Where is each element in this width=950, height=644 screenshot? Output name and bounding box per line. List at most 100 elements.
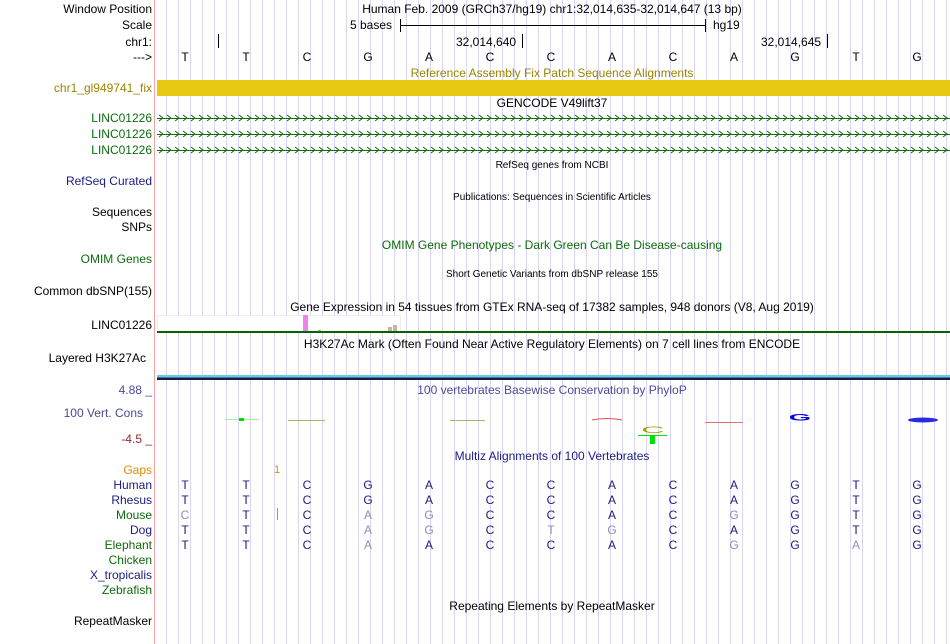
aligned-base: A xyxy=(424,478,433,492)
aligned-base: C xyxy=(302,538,312,552)
aligned-base: A xyxy=(607,508,616,522)
h3k27ac-signal-2 xyxy=(157,377,950,378)
label-gene-3[interactable]: LINC01226 xyxy=(91,143,152,157)
aligned-base: A xyxy=(363,508,372,522)
aligned-base: A xyxy=(729,493,738,507)
label-snps[interactable]: SNPs xyxy=(121,220,152,234)
chr-tick-label-1: 32,014,640 xyxy=(456,35,517,49)
aligned-base: C xyxy=(546,538,556,552)
ref-base: A xyxy=(729,50,738,64)
dbsnp-title: Short Genetic Variants from dbSNP releas… xyxy=(446,269,658,280)
gtex-bar[interactable] xyxy=(318,330,321,331)
logo-c: C xyxy=(641,425,664,435)
ref-base: T xyxy=(242,50,250,64)
aligned-base: C xyxy=(668,478,678,492)
phylop-logo[interactable]: C G xyxy=(155,405,950,445)
species-label-zebrafish[interactable]: Zebrafish xyxy=(101,583,152,597)
aligned-base: T xyxy=(242,508,250,522)
label-h3k27ac[interactable]: Layered H3K27Ac xyxy=(48,351,146,365)
species-label-elephant[interactable]: Elephant xyxy=(104,538,152,552)
aligned-base: C xyxy=(485,538,495,552)
label-gene-2[interactable]: LINC01226 xyxy=(91,127,152,141)
phylop-title: 100 vertebrates Basewise Conservation by… xyxy=(417,383,687,397)
aligned-base: A xyxy=(424,493,433,507)
label-omim[interactable]: OMIM Genes xyxy=(80,252,152,266)
label-gene-1[interactable]: LINC01226 xyxy=(91,111,152,125)
gtex-bar[interactable] xyxy=(388,327,392,331)
aligned-base: G xyxy=(729,508,739,522)
species-label-x_tropicalis[interactable]: X_tropicalis xyxy=(89,568,152,582)
aligned-base: C xyxy=(485,508,495,522)
label-dbsnp[interactable]: Common dbSNP(155) xyxy=(33,284,152,298)
aligned-base: T xyxy=(181,493,189,507)
aligned-base: G xyxy=(912,508,922,522)
aligned-base: T xyxy=(242,478,250,492)
aligned-base: A xyxy=(851,538,860,552)
gap-count[interactable]: 1 xyxy=(274,464,281,476)
aligned-base: C xyxy=(302,508,312,522)
ref-base: G xyxy=(363,50,373,64)
aligned-base: C xyxy=(668,523,678,537)
scale-bar-end xyxy=(705,19,706,32)
aligned-base: G xyxy=(790,493,800,507)
gtex-bar[interactable] xyxy=(393,325,397,331)
aligned-base: C xyxy=(485,523,495,537)
aligned-base: T xyxy=(852,493,860,507)
aligned-base: T xyxy=(547,523,555,537)
aligned-base: C xyxy=(302,523,312,537)
species-label-rhesus[interactable]: Rhesus xyxy=(111,493,152,507)
aligned-base: G xyxy=(790,538,800,552)
label-strand[interactable]: ---> xyxy=(133,50,152,64)
label-cons-max: 4.88 _ xyxy=(118,383,152,397)
aligned-base: G xyxy=(424,523,434,537)
chr-tick xyxy=(522,34,523,48)
gene-models[interactable] xyxy=(157,111,950,157)
label-gaps[interactable]: Gaps xyxy=(123,463,152,477)
label-refseq[interactable]: RefSeq Curated xyxy=(65,174,152,188)
label-repeatmasker[interactable]: RepeatMasker xyxy=(73,614,152,628)
aligned-base: T xyxy=(242,538,250,552)
aligned-base: T xyxy=(242,493,250,507)
aligned-base: G xyxy=(363,478,373,492)
aligned-base: C xyxy=(302,493,312,507)
species-label-human[interactable]: Human xyxy=(113,478,152,492)
ref-base: C xyxy=(546,50,556,64)
aligned-base: G xyxy=(912,478,922,492)
aligned-base: C xyxy=(668,538,678,552)
aligned-base: A xyxy=(424,538,433,552)
aligned-base: C xyxy=(302,478,312,492)
label-cons-min: -4.5 _ xyxy=(121,432,152,446)
ref-base: T xyxy=(852,50,860,64)
aligned-base: A xyxy=(607,538,616,552)
aligned-base: C xyxy=(546,508,556,522)
aligned-base: C xyxy=(668,508,678,522)
aligned-base: T xyxy=(852,478,860,492)
label-divider xyxy=(154,0,155,644)
aligned-base: G xyxy=(912,493,922,507)
gtex-bar[interactable] xyxy=(303,315,308,331)
aligned-base: T xyxy=(852,508,860,522)
label-gtex-gene[interactable]: LINC01226 xyxy=(91,318,152,332)
fix-patch-bar[interactable] xyxy=(157,80,950,96)
gtex-box[interactable] xyxy=(157,315,401,332)
chr-tick xyxy=(218,34,219,48)
gtex-title: Gene Expression in 54 tissues from GTEx … xyxy=(290,300,814,314)
species-label-dog[interactable]: Dog xyxy=(129,523,152,537)
aligned-base: G xyxy=(790,508,800,522)
species-label-mouse[interactable]: Mouse xyxy=(115,508,152,522)
aligned-base: G xyxy=(424,508,434,522)
label-cons[interactable]: 100 Vert. Cons xyxy=(63,406,143,420)
mouse-gap-marker xyxy=(277,508,278,520)
h3k27ac-signal[interactable] xyxy=(157,375,950,377)
species-label-chicken[interactable]: Chicken xyxy=(108,553,152,567)
h3k27ac-title: H3K27Ac Mark (Often Found Near Active Re… xyxy=(303,337,801,351)
ref-base: A xyxy=(424,50,433,64)
label-fix-patch[interactable]: chr1_gl949741_fix xyxy=(53,81,152,95)
aligned-base: A xyxy=(363,523,372,537)
label-sequences[interactable]: Sequences xyxy=(91,205,152,219)
aligned-base: C xyxy=(546,493,556,507)
label-scale: Scale xyxy=(121,18,152,32)
ref-base: A xyxy=(607,50,616,64)
position-title: Human Feb. 2009 (GRCh37/hg19) chr1:32,01… xyxy=(362,2,742,16)
